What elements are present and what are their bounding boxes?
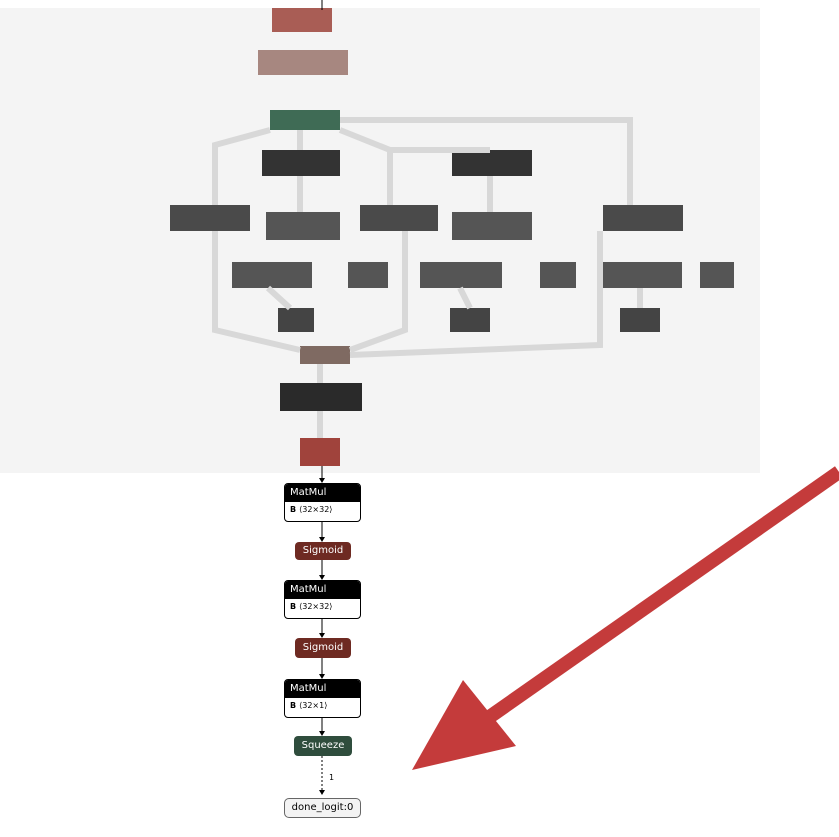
node-attribute: B⟨32×32⟩	[285, 599, 360, 615]
attr-name: B	[290, 701, 297, 710]
pixelated-node	[258, 50, 348, 75]
pixelated-node	[266, 212, 340, 240]
pixelated-node	[603, 205, 683, 231]
pixelated-node	[450, 308, 490, 332]
output-node[interactable]: done_logit:0	[284, 798, 361, 818]
sigmoid-node[interactable]: Sigmoid	[295, 638, 351, 658]
pixelated-node	[170, 205, 250, 231]
attr-shape: ⟨32×1⟩	[299, 701, 328, 710]
pixelated-node	[700, 262, 734, 288]
matmul-node[interactable]: MatMul B⟨32×1⟩	[284, 679, 361, 718]
annotation-arrow-icon	[412, 466, 839, 770]
node-op-type: MatMul	[285, 581, 360, 599]
pixelated-node	[620, 308, 660, 332]
pixelated-node	[360, 205, 438, 231]
pixelated-node	[420, 262, 502, 288]
node-attribute: B⟨32×32⟩	[285, 502, 360, 518]
pixelated-node	[348, 262, 388, 288]
pixelated-node	[300, 438, 340, 466]
attr-name: B	[290, 602, 297, 611]
pixelated-node	[262, 150, 340, 176]
node-attribute: B⟨32×1⟩	[285, 698, 360, 714]
pixelated-node	[300, 346, 350, 364]
pixelated-node	[452, 150, 532, 176]
attr-shape: ⟨32×32⟩	[299, 505, 333, 514]
pixelated-node	[602, 262, 682, 288]
sigmoid-node[interactable]: Sigmoid	[295, 542, 351, 560]
pixelated-node	[232, 262, 312, 288]
pixelated-graph-region	[0, 8, 760, 473]
edge-shape-label: 1	[329, 773, 335, 782]
pixelated-node	[540, 262, 576, 288]
attr-shape: ⟨32×32⟩	[299, 602, 333, 611]
pixelated-node	[280, 383, 362, 411]
pixelated-node	[278, 308, 314, 332]
node-op-type: MatMul	[285, 680, 360, 698]
matmul-node[interactable]: MatMul B⟨32×32⟩	[284, 580, 361, 619]
pixelated-node	[452, 212, 532, 240]
matmul-node[interactable]: MatMul B⟨32×32⟩	[284, 483, 361, 522]
pixelated-node	[270, 110, 340, 130]
attr-name: B	[290, 505, 297, 514]
node-op-type: MatMul	[285, 484, 360, 502]
pixelated-node	[272, 8, 332, 32]
squeeze-node[interactable]: Squeeze	[294, 736, 352, 756]
